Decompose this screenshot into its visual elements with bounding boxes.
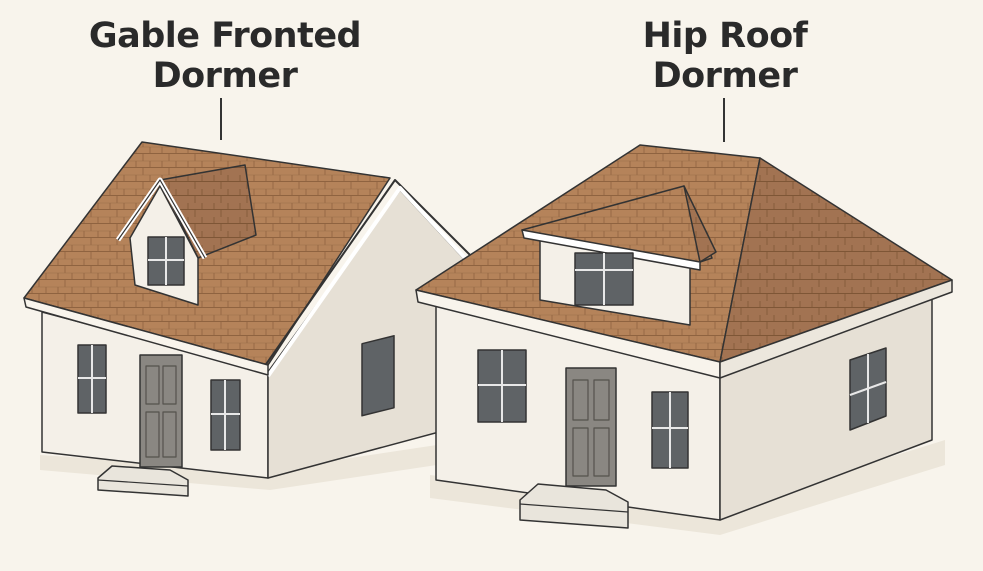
- door-left: [139, 354, 183, 468]
- window-left-side: [361, 334, 395, 417]
- house-gable-dormer: [23, 141, 471, 497]
- steps-right: [519, 483, 629, 529]
- dormer-roof-hip-side: [683, 185, 717, 263]
- eave-fascia-side-right: [719, 279, 953, 379]
- door-right: [565, 367, 617, 487]
- dormer-fascia-right: [521, 229, 701, 271]
- label-gable-line2: Dormer: [152, 56, 298, 96]
- steps-left: [97, 465, 189, 497]
- label-hip-line2: Dormer: [652, 56, 798, 96]
- house-hip-dormer: [415, 144, 953, 535]
- rake-trim-left: [261, 179, 471, 371]
- label-gable-fronted-dormer: Gable Fronted Dormer: [80, 16, 370, 96]
- label-hip-roof-dormer: Hip Roof Dormer: [600, 16, 850, 96]
- dormer-roof-left: [159, 164, 257, 259]
- eave-fascia-left: [23, 297, 269, 376]
- label-gable-line1: Gable Fronted: [88, 16, 362, 56]
- label-hip-line1: Hip Roof: [642, 16, 808, 56]
